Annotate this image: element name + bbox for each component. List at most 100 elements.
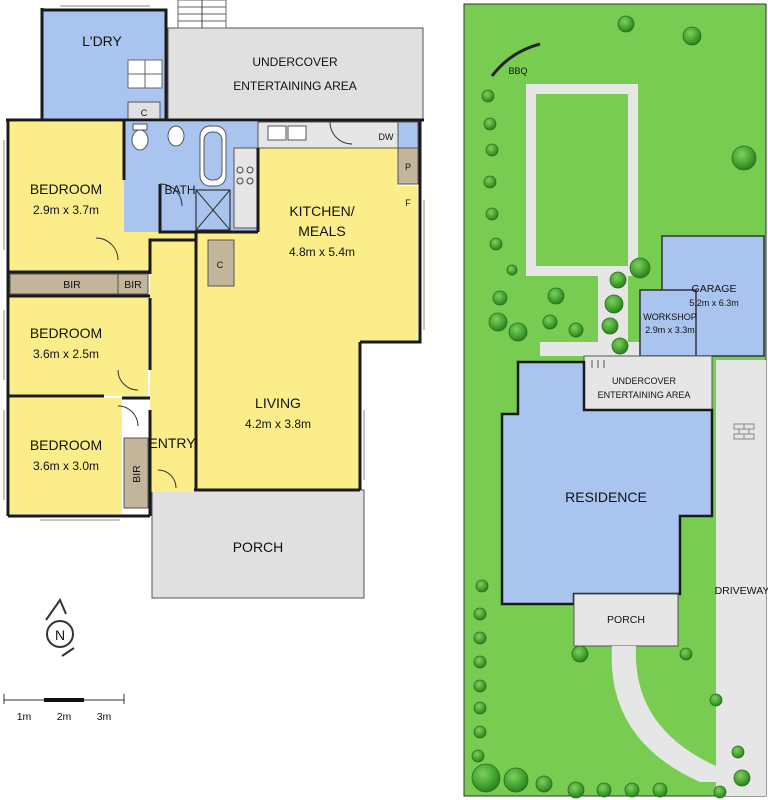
site-porch-label: PORCH bbox=[607, 614, 645, 626]
scale-label-3m: 3m bbox=[97, 711, 112, 723]
garage-name: GARAGE bbox=[692, 283, 737, 295]
tree-icon bbox=[679, 647, 693, 661]
trees bbox=[471, 15, 757, 799]
tree-icon bbox=[483, 175, 497, 189]
residence bbox=[500, 360, 714, 606]
compass bbox=[45, 597, 75, 657]
kitchen-dims: 4.8m x 5.4m bbox=[289, 245, 355, 259]
tree-icon bbox=[568, 322, 584, 338]
bir-label-3: BIR bbox=[131, 465, 143, 483]
tree-icon bbox=[682, 26, 702, 46]
tree-icon bbox=[471, 749, 485, 763]
tree-icon bbox=[483, 117, 497, 131]
bedroom3-dims: 3.6m x 3.0m bbox=[33, 459, 99, 473]
bedroom1-dims: 2.9m x 3.7m bbox=[33, 203, 99, 217]
compass-north-label: N bbox=[55, 627, 65, 643]
bedroom2-name: BEDROOM bbox=[30, 325, 102, 341]
tree-icon bbox=[629, 257, 651, 279]
workshop bbox=[639, 289, 697, 357]
pantry-label: P bbox=[405, 162, 411, 172]
built-in-robe-bedroom3 bbox=[123, 437, 149, 509]
tree-icon bbox=[485, 207, 499, 221]
bedroom2-dims: 3.6m x 2.5m bbox=[33, 347, 99, 361]
tree-icon bbox=[535, 775, 553, 793]
bbq bbox=[490, 42, 541, 77]
kitchen-name-line2: MEALS bbox=[298, 223, 345, 239]
tree-icon bbox=[492, 290, 508, 306]
site-entertaining-area bbox=[583, 355, 713, 411]
living-name: LIVING bbox=[255, 395, 301, 411]
site-entertaining-line1: UNDERCOVER bbox=[612, 376, 677, 386]
tree-icon bbox=[709, 693, 723, 707]
windows bbox=[3, 5, 425, 521]
bedroom1-name: BEDROOM bbox=[30, 181, 102, 197]
tree-icon bbox=[567, 781, 585, 799]
bbq-label: BBQ bbox=[508, 66, 527, 76]
workshop-dims: 2.9m x 3.3m bbox=[645, 325, 695, 335]
porch bbox=[151, 489, 365, 599]
tree-icon bbox=[473, 725, 487, 739]
cooktop bbox=[236, 166, 254, 185]
brick-pattern bbox=[733, 423, 755, 440]
tree-icon bbox=[547, 287, 565, 305]
tree-icon bbox=[596, 782, 612, 798]
tree-icon bbox=[542, 314, 558, 330]
dishwasher-label: DW bbox=[379, 132, 394, 142]
tree-icon bbox=[571, 645, 589, 663]
front-path bbox=[611, 646, 716, 782]
site-steps bbox=[588, 355, 606, 368]
tree-icon bbox=[485, 143, 499, 157]
tree-icon bbox=[481, 89, 495, 103]
entertaining-label-line1: UNDERCOVER bbox=[252, 55, 338, 69]
tree-icon bbox=[733, 769, 751, 787]
laundry-label: L'DRY bbox=[82, 33, 122, 49]
bedroom-2 bbox=[10, 294, 148, 396]
tree-icon bbox=[503, 767, 529, 793]
tree-icon bbox=[652, 782, 668, 798]
bir-label-2: BIR bbox=[124, 279, 142, 291]
tree-icon bbox=[506, 264, 518, 276]
tree-icon bbox=[473, 607, 487, 621]
workshop-name: WORKSHOP bbox=[643, 312, 697, 322]
tree-icon bbox=[713, 785, 727, 799]
driveway-label: DRIVEWAY bbox=[715, 585, 768, 597]
entertaining-label-line2: ENTERTAINING AREA bbox=[233, 79, 357, 93]
tree-icon bbox=[473, 655, 487, 669]
tree-icon bbox=[473, 631, 487, 645]
tree-icon bbox=[508, 322, 528, 342]
dishwasher bbox=[397, 121, 419, 149]
fridge-label: F bbox=[405, 198, 411, 208]
lawn-rectangle bbox=[536, 94, 628, 266]
pantry bbox=[397, 147, 419, 185]
living-dims: 4.2m x 3.8m bbox=[245, 417, 311, 431]
door-swings bbox=[95, 121, 353, 489]
kitchen-bench-side bbox=[233, 147, 259, 229]
bedroom-3 bbox=[10, 398, 122, 514]
scale-label-2m: 2m bbox=[57, 711, 72, 723]
kitchen-name-line1: KITCHEN/ bbox=[289, 203, 354, 219]
tree-icon bbox=[604, 294, 624, 314]
walls bbox=[6, 8, 424, 518]
floor-plan bbox=[3, 0, 425, 599]
tree-icon bbox=[731, 145, 757, 171]
scale-label-1m: 1m bbox=[17, 711, 32, 723]
residence-label: RESIDENCE bbox=[565, 489, 647, 505]
cupboard-label-1: C bbox=[141, 108, 148, 118]
kitchen-sink bbox=[267, 125, 287, 141]
cupboard-hall bbox=[207, 239, 235, 287]
tree-icon bbox=[624, 782, 640, 798]
tree-icon bbox=[473, 701, 487, 715]
tree-icon bbox=[611, 337, 629, 355]
porch-label: PORCH bbox=[233, 539, 284, 555]
tree-icon bbox=[489, 237, 503, 251]
tree-icon bbox=[731, 745, 745, 759]
cupboard-label-2: C bbox=[217, 260, 224, 270]
toilet bbox=[131, 129, 149, 151]
entry-label: ENTRY bbox=[148, 435, 196, 451]
tree-icon bbox=[475, 579, 489, 593]
tree-icon bbox=[609, 271, 627, 289]
site-plan bbox=[463, 3, 767, 797]
tree-icon bbox=[617, 15, 635, 33]
bath-label: BATH bbox=[164, 183, 195, 197]
